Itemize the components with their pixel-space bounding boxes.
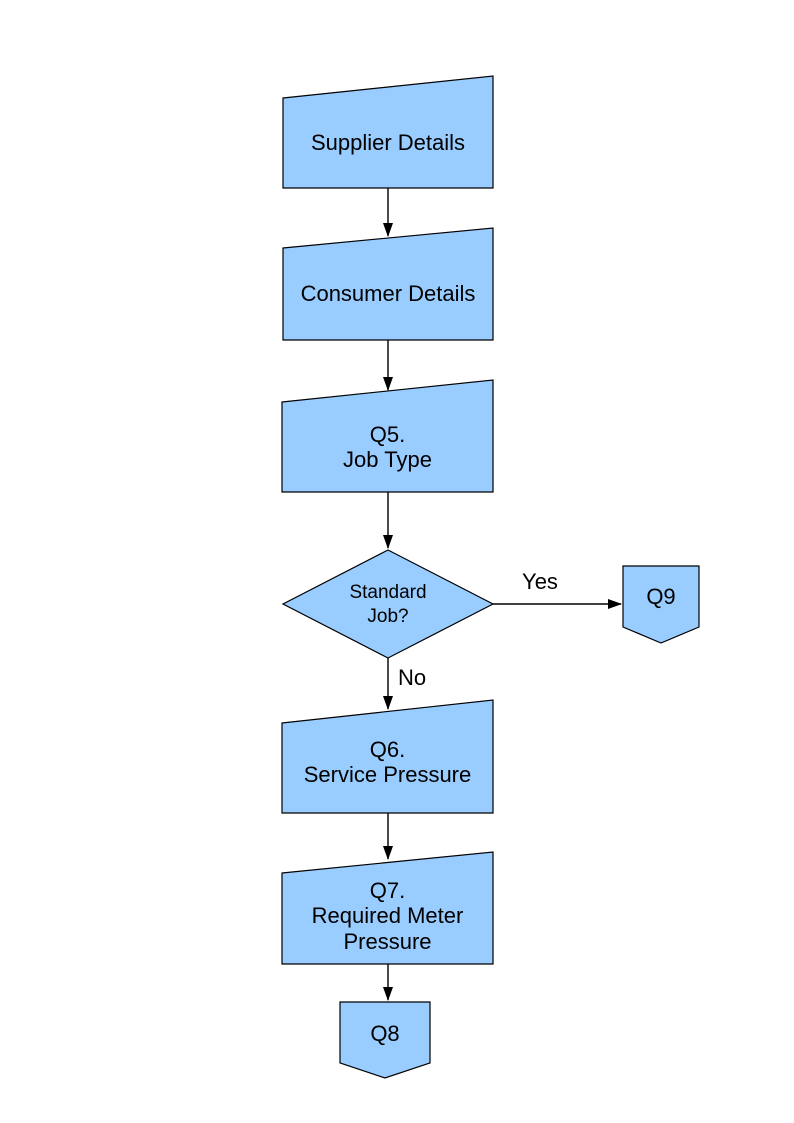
- q7-required-meter-pressure-node: [281, 851, 494, 965]
- supplier-details-label: Supplier Details: [310, 130, 466, 156]
- standard-job-decision-label: Standard Job?: [349, 582, 427, 627]
- consumer-details-label: Consumer Details: [300, 281, 476, 307]
- q9-connector-label: Q9: [646, 584, 676, 610]
- q8-connector-node: [339, 1001, 431, 1079]
- q5-job-type-node: [281, 379, 494, 493]
- q6-service-pressure-node: [281, 699, 494, 814]
- q5-job-type-label: Q5. Job Type: [343, 421, 432, 472]
- q9-connector-node: [622, 565, 700, 644]
- no-edge-label: No: [398, 665, 427, 690]
- supplier-details-node: [282, 75, 494, 189]
- q8-connector-label: Q8: [370, 1021, 400, 1047]
- yes-edge-label: Yes: [522, 569, 558, 594]
- q7-required-meter-pressure-label: Q7. Required Meter Pressure: [311, 878, 464, 954]
- consumer-details-node: [282, 227, 494, 341]
- q6-service-pressure-label: Q6. Service Pressure: [303, 736, 472, 787]
